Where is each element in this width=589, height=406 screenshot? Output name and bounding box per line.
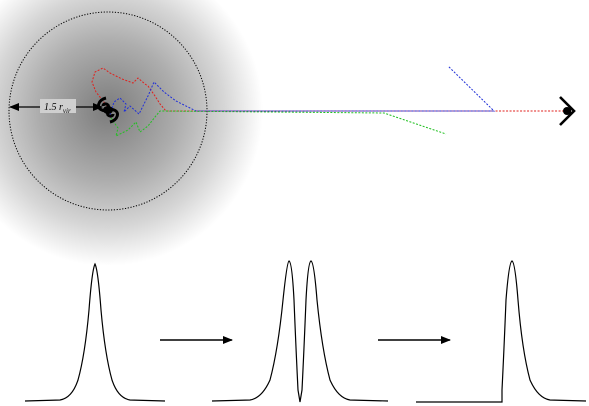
line-profile-double-peak (211, 260, 389, 403)
green-photon-path (110, 110, 447, 137)
line-profile-igm-truncated (416, 260, 587, 403)
gas-halo (0, 0, 263, 266)
radius-label: 1.5 rvir (44, 102, 71, 115)
blue-photon-path (109, 65, 496, 116)
radius-label-background (40, 99, 76, 113)
radius-label-subscript: vir (63, 107, 71, 115)
line-profile-intrinsic (24, 262, 166, 402)
eye-icon (559, 96, 576, 126)
red-photon-path (91, 67, 574, 112)
galaxy-icon (97, 96, 119, 124)
radius-label-main: 1.5 r (44, 102, 63, 113)
